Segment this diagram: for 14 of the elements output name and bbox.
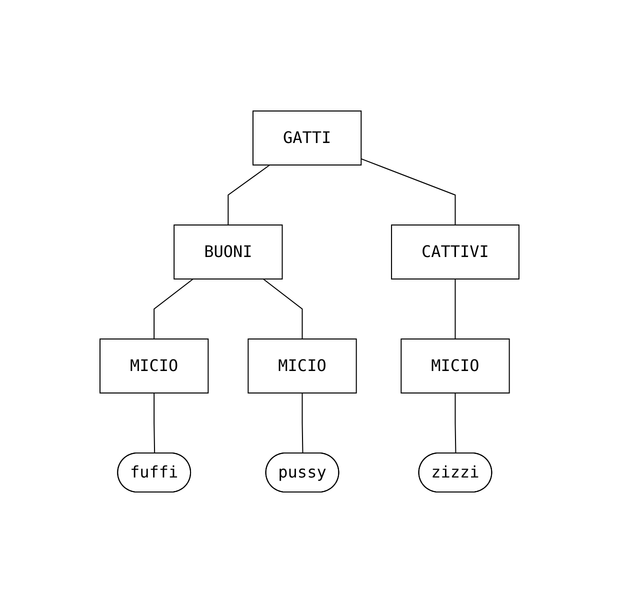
node-box: MICIO: [400, 338, 510, 393]
connector: [454, 278, 456, 339]
connector: [153, 392, 155, 454]
connector: [227, 164, 270, 225]
node-box: CATTIVI: [390, 224, 519, 279]
node-box: BUONI: [173, 224, 282, 279]
node-box: GATTI: [252, 110, 362, 165]
node-box: MICIO: [247, 338, 356, 393]
connector: [262, 278, 302, 339]
connector: [301, 392, 303, 454]
connector: [454, 392, 456, 454]
connector: [153, 278, 194, 339]
node-box: MICIO: [99, 338, 208, 393]
connector: [360, 158, 456, 225]
